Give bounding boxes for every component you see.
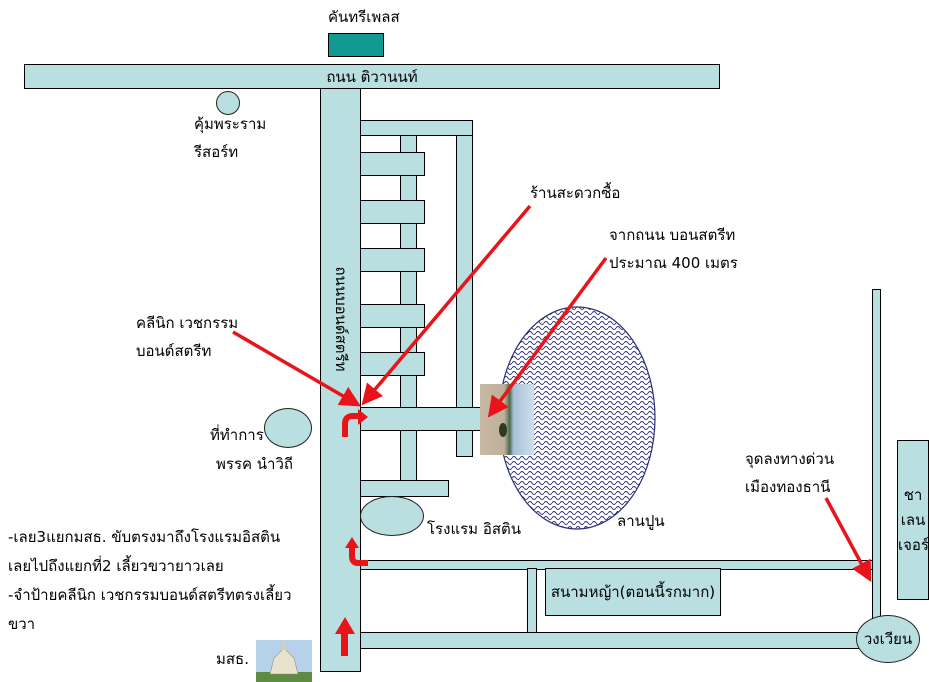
khanthari-place-label: คันทรีเพลส — [328, 8, 400, 26]
challenger-label-3: เจอร์ — [898, 536, 929, 554]
turn-arrow-hotel — [349, 546, 368, 566]
soi-branch-3 — [360, 248, 425, 272]
challenger-building: ชา เลน เจอร์ — [897, 440, 929, 600]
soi-branch-2 — [360, 200, 425, 224]
distance-note-2: ประมาณ 400 เมตร — [609, 254, 738, 272]
photo-tree — [499, 423, 507, 437]
khum-phra-ram-marker — [216, 91, 240, 115]
clinic-label-1: คลีนิก เวชกรรม — [136, 314, 239, 332]
stou-label: มสธ. — [216, 650, 249, 668]
khanthari-place-building — [328, 33, 384, 57]
grass-field: สนามหญ้า(ตอนนี้รกมาก) — [545, 568, 721, 616]
soi-branch-5 — [360, 352, 425, 376]
arrow-distance-note — [487, 256, 608, 418]
roundabout-label: วงเวียน — [863, 630, 913, 648]
khum-phra-ram-label-1: คุ้มพระราม — [194, 115, 267, 133]
soi-branch-1 — [360, 152, 425, 176]
tiwanon-road-label: ถนน ติวานนท์ — [326, 67, 418, 86]
expressway-exit-label-1: จุดลงทางด่วน — [745, 450, 835, 468]
stou-photo — [256, 640, 312, 682]
straight-arrow-head — [335, 617, 355, 634]
turn-right-arrow-clinic — [342, 413, 360, 437]
soi-to-lanpoon — [360, 407, 484, 431]
khum-phra-ram-label-2: รีสอร์ท — [194, 143, 239, 161]
arrow-convenience-store — [361, 204, 532, 406]
directions-line-4: ขวา — [8, 615, 36, 633]
hotel-label: โรงแรม อิสติน — [427, 520, 521, 538]
party-office-label-2: พรรค นำวิถี — [216, 455, 293, 473]
convenience-store-label: ร้านสะดวกซื้อ — [530, 184, 621, 202]
lanpoon-label: ลานปูน — [617, 512, 665, 530]
hotel-marker — [360, 496, 424, 536]
distance-note-1: จากถนน บอนสตรีท — [609, 226, 736, 244]
turn-right-arrow-head-clinic — [358, 409, 368, 425]
arrow-clinic — [232, 330, 362, 407]
party-office-label-1: ที่ทำการ — [210, 426, 264, 444]
bond-street-road: ถนนบอนด์สตรีท — [320, 88, 361, 672]
turn-arrow-head-hotel — [345, 537, 359, 548]
arrow-expressway-exit — [824, 497, 872, 583]
directions-line-3: -จำป้ายคลีนิก เวชกรรมบอนด์สตรีทตรงเลี้ยว — [8, 586, 292, 604]
party-office-marker — [264, 408, 312, 448]
directions-line-2: เลยไปถึงแยกที่2 เลี้ยวขวายาวเลย — [8, 557, 224, 575]
challenger-label-2: เลน — [900, 511, 926, 529]
directions-line-1: -เลย3แยกมสธ. ขับตรงมาถึงโรงแรมอิสติน — [8, 528, 281, 546]
soi-vertical-outer — [456, 135, 473, 457]
straight-arrow-shaft — [341, 632, 348, 656]
challenger-label-1: ชา — [903, 486, 923, 504]
clinic-label-2: บอนด์สตรีท — [136, 342, 212, 360]
tiwanon-road: ถนน ติวานนท์ — [24, 64, 720, 89]
grass-field-label: สนามหญ้า(ตอนนี้รกมาก) — [550, 583, 716, 601]
roundabout: วงเวียน — [856, 615, 920, 663]
expressway-exit-label-2: เมืองทองธานี — [745, 478, 831, 496]
